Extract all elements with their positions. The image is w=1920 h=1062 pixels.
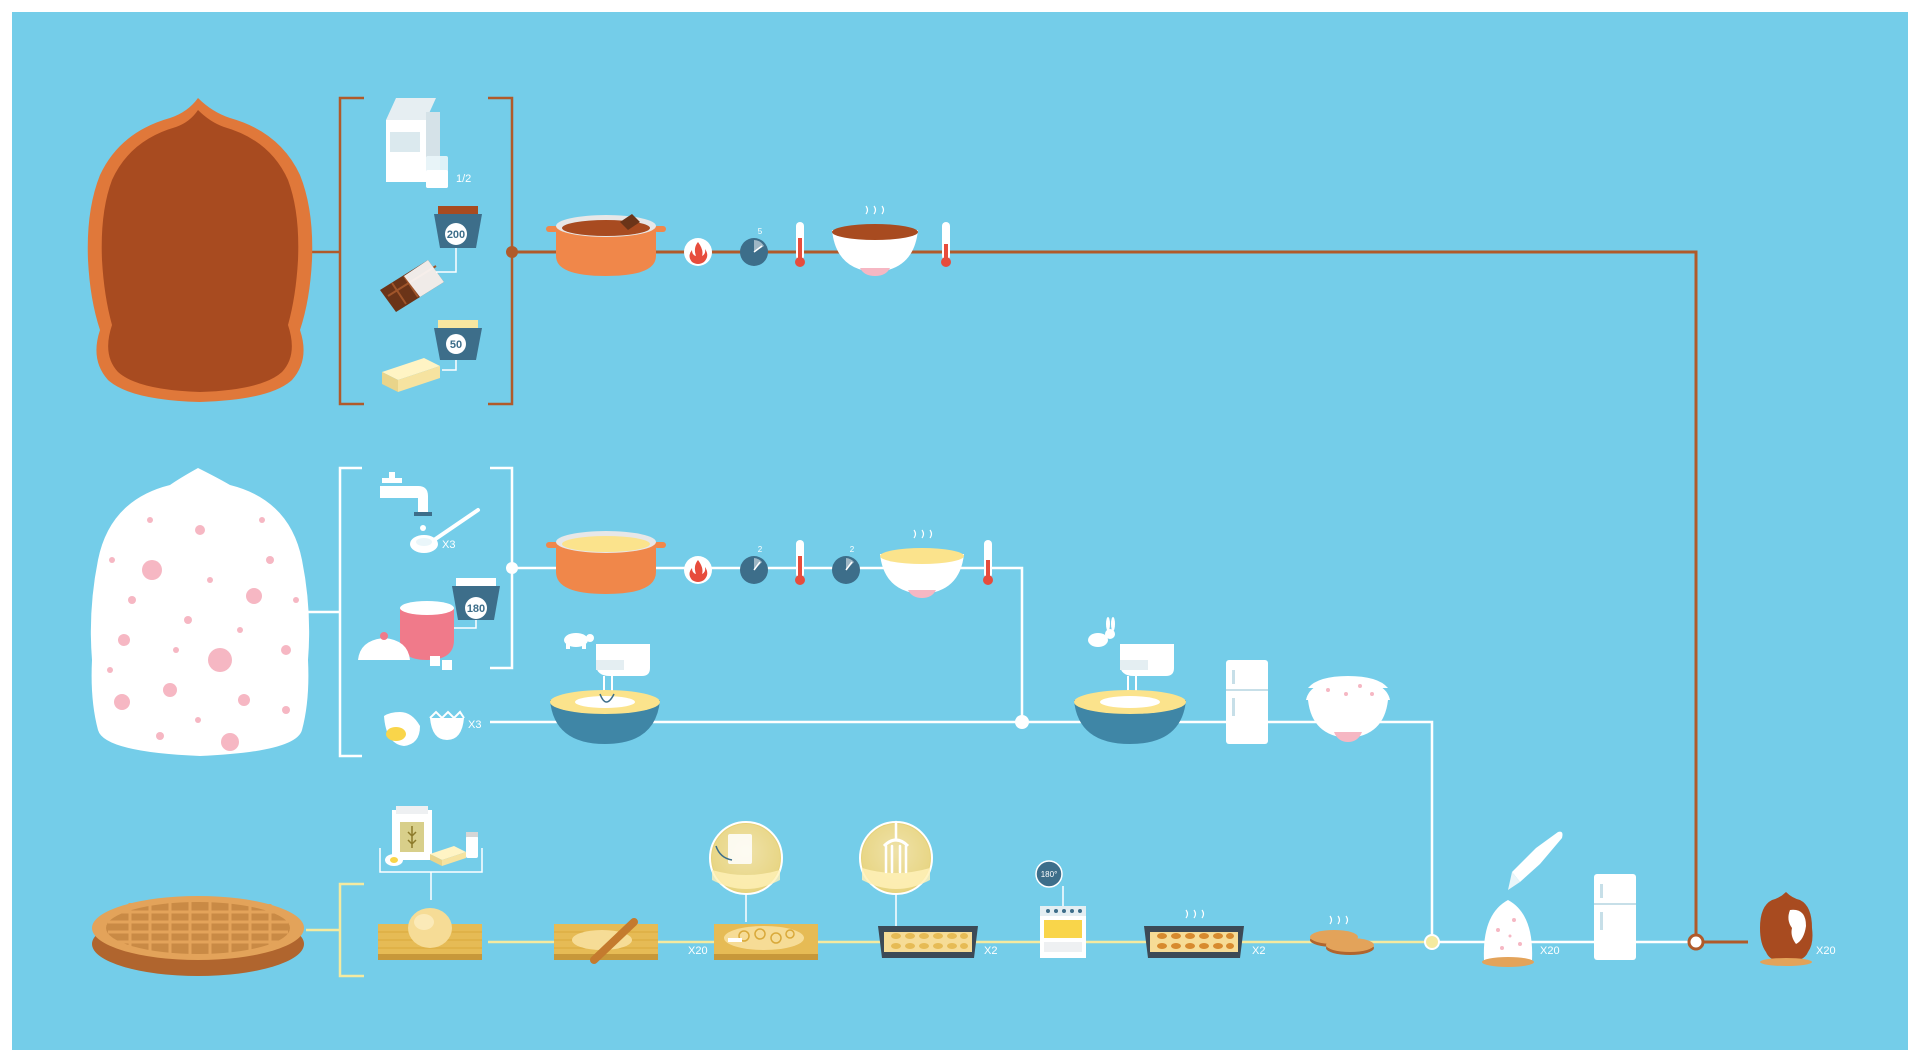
piping-multiplier-label: X20 xyxy=(1540,945,1560,957)
thermometer-icon xyxy=(795,540,805,585)
chocolate-pot-icon xyxy=(546,214,666,276)
final-merge-dot xyxy=(1687,933,1705,951)
milk-glass-icon xyxy=(426,156,448,188)
chocolate-bracket-right xyxy=(488,96,514,406)
sugar-bowl-icon xyxy=(400,601,454,660)
timer-icon xyxy=(832,556,860,584)
egg-yolk-icon xyxy=(384,712,420,746)
dough-board-icon xyxy=(378,908,482,960)
rabbit-fast-icon xyxy=(1088,617,1115,647)
sugar-syrup-pot-icon xyxy=(546,531,666,594)
chocolate-scale-pointer xyxy=(436,248,457,273)
cutter-board-icon xyxy=(714,924,818,960)
oven-temperature-badge xyxy=(1035,860,1063,888)
butter-weight-label: 50 xyxy=(450,339,462,351)
piping-bag-icon xyxy=(1508,831,1563,890)
hand-mixer-icon xyxy=(1120,644,1174,702)
meringue-dome-icon xyxy=(90,468,310,756)
chocolate-flow-line xyxy=(512,250,1748,944)
flame-icon xyxy=(684,556,712,584)
ingredient-brackets xyxy=(306,96,514,978)
biscuits-icon xyxy=(1310,915,1374,955)
butter-scale-icon xyxy=(434,320,482,360)
baking-tray-icon xyxy=(878,926,978,958)
timer-icon xyxy=(740,238,768,266)
chocolate-bowl-icon xyxy=(832,205,918,276)
meringue-timer-1-label: 2 xyxy=(758,545,763,554)
meringue-bowl-icon xyxy=(1306,676,1390,742)
assembly-merge-dot xyxy=(1424,934,1440,950)
butter-block-icon xyxy=(430,846,466,866)
syrup-merge-dot xyxy=(1015,715,1029,729)
fridge-icon xyxy=(1594,874,1636,960)
chocolate-bar-icon xyxy=(380,260,444,312)
meringue-timer-2-label: 2 xyxy=(850,545,855,554)
flour-bag-icon xyxy=(392,806,432,860)
egg-multiplier-label: X3 xyxy=(468,719,481,731)
waffle-biscuit-icon xyxy=(92,896,304,976)
chocolate-weight-label: 200 xyxy=(447,229,465,241)
fork-lens-icon xyxy=(859,820,933,926)
thermometer-icon xyxy=(983,540,993,585)
thermometer-icon xyxy=(795,222,805,267)
egg-icon xyxy=(385,854,403,866)
meringue-on-biscuit-icon xyxy=(1482,900,1534,967)
salt-shaker-icon xyxy=(466,832,478,858)
background-panel xyxy=(12,12,1908,1050)
cutter-lens-icon xyxy=(709,821,783,922)
final-multiplier-label: X20 xyxy=(1816,945,1836,957)
finished-chocolate-cake-icon xyxy=(1760,892,1813,966)
mixing-bowl-icon xyxy=(1074,690,1186,744)
tray-2-multiplier-label: X2 xyxy=(1252,945,1265,957)
sugar-weight-label: 180 xyxy=(467,603,485,615)
oven-icon xyxy=(1040,886,1086,958)
cutter-multiplier-label: X20 xyxy=(688,945,708,957)
turtle-slow-icon xyxy=(564,633,594,649)
meringue-bracket-right xyxy=(490,466,514,670)
sugar-scale-pointer xyxy=(454,620,477,629)
rolling-board-icon xyxy=(554,918,658,964)
mixing-bowl-icon xyxy=(550,690,660,744)
milk-fraction-label: 1/2 xyxy=(456,173,471,185)
spoon-icon xyxy=(410,508,480,553)
tray-1-multiplier-label: X2 xyxy=(984,945,997,957)
oven-temperature-label: 180° xyxy=(1041,870,1058,879)
chocolate-dome-icon xyxy=(87,98,313,402)
meringue-syrup-line xyxy=(512,566,1024,722)
butter-block-icon xyxy=(382,358,440,392)
sugar-cubes-icon xyxy=(430,656,452,670)
flame-icon xyxy=(684,238,712,266)
butter-scale-pointer xyxy=(442,360,457,371)
timer-icon xyxy=(740,556,768,584)
chocolate-scale-icon xyxy=(434,206,482,248)
eggshell-icon xyxy=(429,710,465,740)
baked-tray-icon xyxy=(1144,909,1244,958)
sugar-scale-icon xyxy=(452,578,500,620)
syrup-bowl-icon xyxy=(880,529,964,598)
water-tap-icon xyxy=(380,472,432,531)
fridge-icon xyxy=(1226,660,1268,744)
meringue-whisk-line xyxy=(490,720,1434,942)
sugar-lid-icon xyxy=(358,632,410,660)
chocolate-timer-label: 5 xyxy=(758,227,763,236)
spoon-multiplier-label: X3 xyxy=(442,539,455,551)
thermometer-icon xyxy=(941,222,951,267)
